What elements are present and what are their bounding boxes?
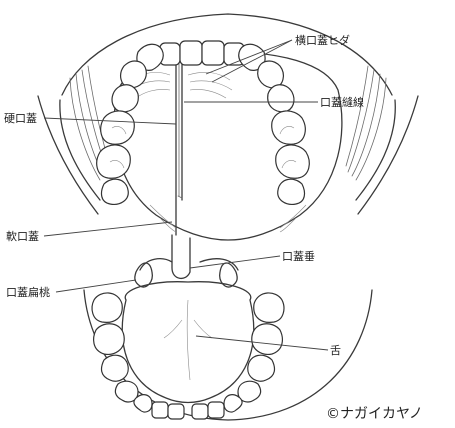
label-palatine-tonsil: 口蓋扁桃 bbox=[6, 285, 50, 299]
label-tongue: 舌 bbox=[330, 344, 341, 357]
uvula bbox=[140, 235, 238, 278]
palate bbox=[114, 52, 342, 240]
label-transverse-palatine-folds: 横口蓋ヒダ bbox=[295, 33, 350, 47]
upper-teeth bbox=[97, 41, 310, 204]
label-hard-palate: 硬口蓋 bbox=[4, 112, 37, 125]
label-uvula: 口蓋垂 bbox=[282, 250, 315, 263]
label-soft-palate: 軟口蓋 bbox=[6, 229, 39, 243]
credit-text: ©ナガイカヤノ bbox=[326, 406, 423, 422]
tongue bbox=[122, 282, 253, 403]
label-palatine-raphe: 口蓋縫線 bbox=[320, 95, 364, 109]
